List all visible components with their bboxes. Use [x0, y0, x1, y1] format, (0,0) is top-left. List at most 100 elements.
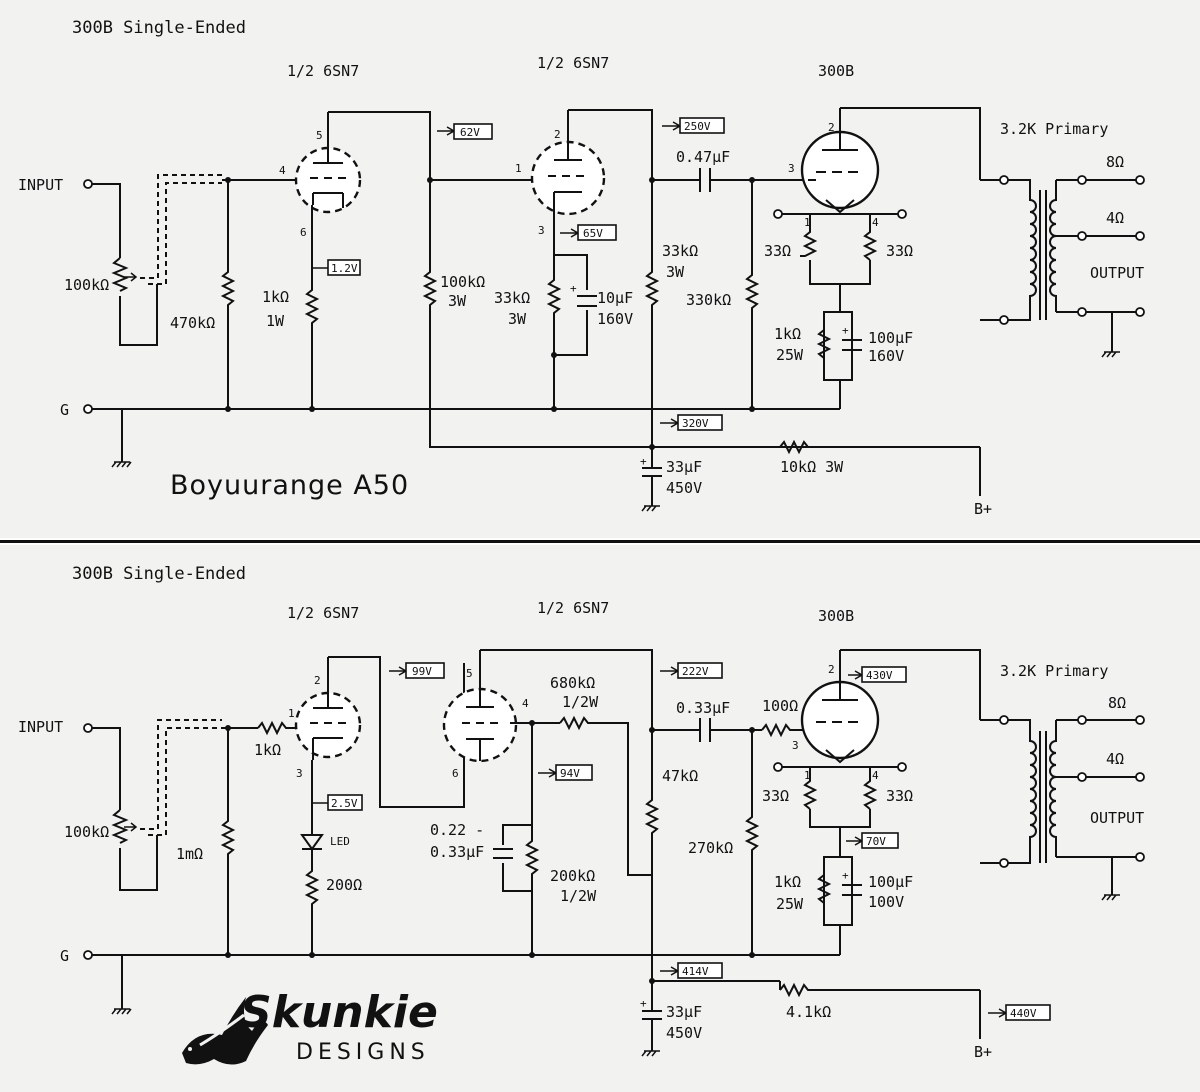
svg-text:100V: 100V: [868, 893, 904, 911]
svg-text:414V: 414V: [682, 965, 709, 978]
svg-text:2.5V: 2.5V: [331, 797, 358, 810]
output-ground-icon: [1101, 351, 1120, 358]
voltage-badge: [555, 764, 593, 781]
dropping-resistor: [779, 439, 809, 455]
svg-text:3: 3: [792, 739, 799, 752]
brand-label: Boyuurange A50: [170, 470, 409, 501]
tube-label-v2: 1/2 6SN7: [537, 599, 609, 617]
svg-text:B+: B+: [974, 1043, 992, 1061]
svg-text:47kΩ: 47kΩ: [662, 767, 698, 785]
top-schematic-panel: 300B Single-Ended 1/2 6SN7 1/2 6SN7 300B…: [0, 0, 1200, 538]
plate2-wire: [568, 109, 653, 180]
input-terminal: [83, 723, 93, 733]
svg-text:4: 4: [872, 216, 879, 229]
svg-text:1: 1: [288, 707, 295, 720]
cathode2-capacitor: [577, 295, 597, 307]
svg-text:0.47μF: 0.47μF: [676, 148, 730, 166]
transformer-primary: [1008, 179, 1037, 321]
svg-text:1W: 1W: [266, 312, 285, 330]
svg-text:33μF: 33μF: [666, 1003, 702, 1021]
svg-text:6: 6: [452, 767, 459, 780]
pot-bottom-wire: [119, 284, 158, 346]
ground-terminal: [83, 950, 93, 960]
transformer-core: [1039, 731, 1047, 863]
svg-text:200Ω: 200Ω: [326, 876, 362, 894]
transformer-secondary: [1049, 720, 1057, 857]
svg-text:10μF: 10μF: [597, 289, 633, 307]
voltage-badge: [327, 794, 363, 811]
voltage-badge: [405, 662, 445, 679]
voltage-badge: [677, 414, 723, 431]
svg-text:33μF: 33μF: [666, 458, 702, 476]
input-terminal: [83, 179, 93, 189]
ground-label: G: [60, 401, 69, 419]
chassis-ground-icon: [111, 1008, 132, 1015]
svg-text:OUTPUT: OUTPUT: [1090, 264, 1144, 282]
svg-text:3W: 3W: [448, 292, 467, 310]
brand-skunkie: Skunkie: [240, 987, 438, 1038]
shield-dashed: [140, 174, 222, 279]
svg-text:4: 4: [872, 769, 879, 782]
tube-label-v1: 1/2 6SN7: [287, 604, 359, 622]
svg-text:330kΩ: 330kΩ: [686, 291, 731, 309]
svg-text:1: 1: [515, 162, 522, 175]
cathode2-resistor: [546, 255, 562, 409]
svg-text:2: 2: [314, 674, 321, 687]
svg-text:0.33μF: 0.33μF: [676, 699, 730, 717]
svg-text:270kΩ: 270kΩ: [688, 839, 733, 857]
svg-text:3: 3: [296, 767, 303, 780]
svg-text:160V: 160V: [868, 347, 904, 365]
svg-text:5: 5: [466, 667, 473, 680]
chassis-ground-icon: [111, 461, 132, 468]
svg-text:680kΩ: 680kΩ: [550, 674, 595, 692]
voltage-badge: [861, 832, 899, 849]
svg-text:1/2W: 1/2W: [562, 693, 599, 711]
svg-text:4.1kΩ: 4.1kΩ: [786, 1003, 831, 1021]
transformer-core: [1039, 190, 1047, 320]
top-schematic: 300B Single-Ended 1/2 6SN7 1/2 6SN7 300B…: [18, 18, 1145, 518]
divider-resistor: [524, 825, 540, 891]
voltage-badge: [679, 117, 725, 134]
svg-text:450V: 450V: [666, 479, 702, 497]
svg-text:250V: 250V: [684, 120, 711, 133]
svg-text:100kΩ: 100kΩ: [440, 273, 485, 291]
svg-text:33kΩ: 33kΩ: [494, 289, 530, 307]
grid3-stopper-resistor: [761, 722, 816, 738]
cathode3-capacitor: [842, 884, 862, 896]
cathode1-resistor: [304, 205, 320, 409]
plate2-load-resistor: [644, 180, 660, 447]
plate-load-resistor: [559, 715, 652, 876]
ground-label: G: [60, 947, 69, 965]
svg-text:4Ω: 4Ω: [1106, 209, 1124, 227]
svg-text:222V: 222V: [682, 665, 709, 678]
svg-text:LED: LED: [330, 835, 350, 848]
schematic-title: 300B Single-Ended: [72, 564, 246, 584]
coupling-capacitor: [699, 168, 711, 192]
output-ground-icon: [1101, 894, 1120, 901]
grid-stopper-resistor: [257, 720, 300, 736]
svg-text:99V: 99V: [412, 665, 432, 678]
svg-text:3W: 3W: [508, 310, 527, 328]
led-resistor: [304, 849, 320, 955]
svg-text:70V: 70V: [866, 835, 886, 848]
svg-text:1/2W: 1/2W: [560, 887, 597, 905]
svg-text:450V: 450V: [666, 1024, 702, 1042]
svg-text:33Ω: 33Ω: [764, 242, 791, 260]
transformer-label: 3.2K Primary: [1000, 120, 1108, 138]
grid3-resistor: [744, 180, 760, 409]
dropping-resistor: [779, 982, 980, 998]
volume-pot: [111, 257, 129, 292]
grid-resistor-value: 470kΩ: [170, 314, 215, 332]
voltage-badge: [577, 224, 617, 241]
plate1-wire: [328, 111, 431, 180]
svg-text:8Ω: 8Ω: [1106, 153, 1124, 171]
voltage-badge: [677, 662, 723, 679]
skunk-logo-icon: [182, 997, 268, 1065]
input-wire: [92, 183, 121, 258]
svg-text:1: 1: [804, 216, 811, 229]
svg-text:+: +: [842, 324, 849, 337]
input-label: INPUT: [18, 176, 63, 194]
hum-balance-resistors: [800, 214, 871, 285]
pot-value: 100kΩ: [64, 276, 109, 294]
svg-text:4Ω: 4Ω: [1106, 750, 1124, 768]
